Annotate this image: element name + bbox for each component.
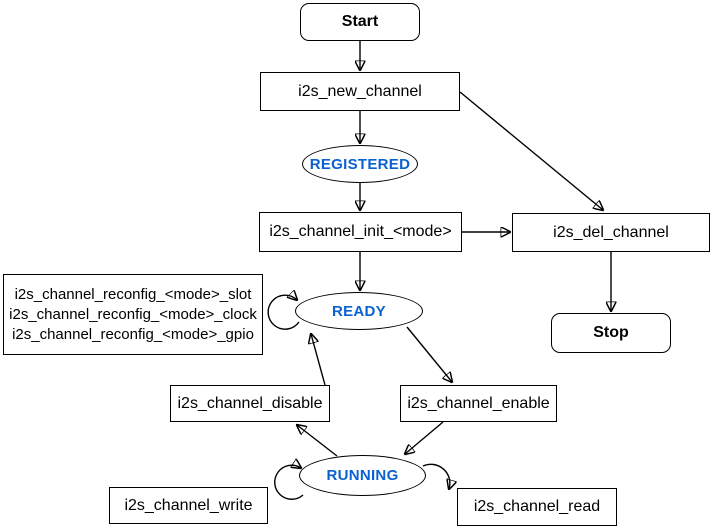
state-running: RUNNING — [299, 455, 426, 496]
edge-new-channel-to-del-channel — [459, 91, 603, 210]
edge-ready-self-loop — [267, 295, 300, 330]
node-i2s-channel-enable: i2s_channel_enable — [400, 385, 557, 422]
edge-enable-to-running — [405, 421, 444, 454]
node-i2s-channel-write: i2s_channel_write — [109, 487, 268, 524]
node-i2s-del-channel-label: i2s_del_channel — [553, 223, 669, 241]
reconfig-line-gpio: i2s_channel_reconfig_<mode>_gpio — [12, 325, 254, 343]
node-i2s-channel-read: i2s_channel_read — [457, 488, 617, 526]
node-i2s-channel-reconfig-group: i2s_channel_reconfig_<mode>_slot i2s_cha… — [3, 274, 263, 355]
node-i2s-channel-disable: i2s_channel_disable — [170, 385, 330, 422]
node-i2s-channel-write-label: i2s_channel_write — [124, 496, 253, 514]
edge-disable-to-ready — [311, 334, 326, 386]
edge-running-to-disable — [297, 425, 338, 457]
reconfig-line-slot: i2s_channel_reconfig_<mode>_slot — [14, 285, 252, 303]
node-i2s-channel-enable-label: i2s_channel_enable — [407, 394, 550, 412]
node-i2s-new-channel-label: i2s_new_channel — [298, 82, 422, 100]
node-stop-label: Stop — [593, 324, 629, 341]
node-i2s-channel-init-mode-label: i2s_channel_init_<mode> — [269, 223, 452, 240]
node-start-label: Start — [341, 13, 379, 30]
state-registered-label: REGISTERED — [309, 155, 411, 173]
edge-running-self-loop-write — [274, 465, 304, 500]
node-i2s-channel-read-label: i2s_channel_read — [473, 498, 601, 515]
node-i2s-new-channel: i2s_new_channel — [260, 72, 460, 111]
reconfig-line-clock: i2s_channel_reconfig_<mode>_clock — [9, 305, 257, 323]
edge-running-self-loop-read — [422, 463, 450, 489]
state-running-label: RUNNING — [326, 467, 399, 484]
node-i2s-channel-disable-label: i2s_channel_disable — [177, 394, 323, 412]
state-ready: READY — [295, 292, 423, 330]
node-stop: Stop — [551, 313, 671, 353]
node-i2s-del-channel: i2s_del_channel — [512, 213, 710, 252]
node-start: Start — [300, 3, 420, 41]
node-i2s-channel-init-mode: i2s_channel_init_<mode> — [259, 212, 462, 252]
state-ready-label: READY — [331, 302, 386, 320]
edge-ready-to-enable — [406, 326, 452, 382]
state-registered: REGISTERED — [302, 145, 418, 183]
